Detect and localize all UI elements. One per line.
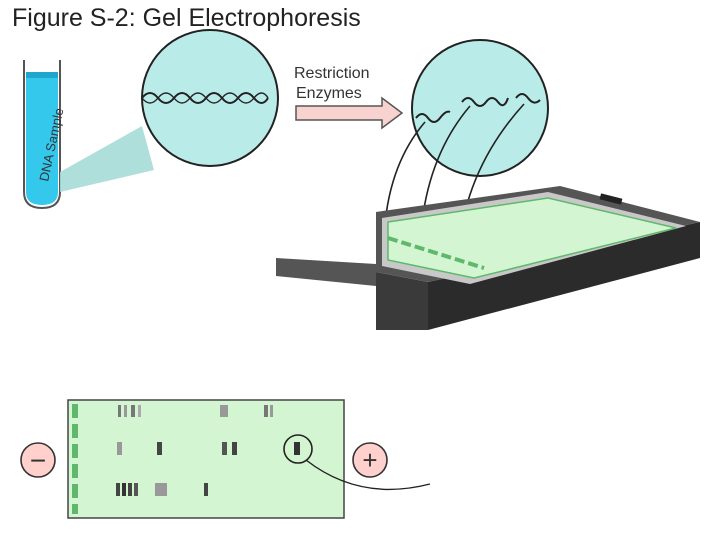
apparatus-handle <box>276 258 376 286</box>
gel-wells <box>387 236 485 270</box>
apparatus-side <box>428 222 700 330</box>
apparatus-front <box>376 272 428 330</box>
band <box>270 405 273 417</box>
band <box>122 483 126 496</box>
dna-fragment-1 <box>415 110 451 123</box>
gel-apparatus <box>276 186 700 330</box>
highlight-callout-line <box>305 459 431 491</box>
gel-result-slab <box>67 399 345 519</box>
band <box>155 483 167 496</box>
fragments-magnifier <box>411 39 549 177</box>
well-4 <box>72 464 78 478</box>
band <box>264 405 268 417</box>
band <box>118 405 121 417</box>
band <box>138 405 141 417</box>
restriction-enzymes-step: Restriction Enzymes <box>294 65 404 130</box>
band <box>128 483 132 496</box>
zoom-cone <box>60 126 154 192</box>
dna-fragment-2 <box>461 97 509 107</box>
gel-result-panel <box>67 399 431 519</box>
band <box>116 483 120 496</box>
band <box>232 442 237 455</box>
band <box>220 405 228 417</box>
band-highlight-circle <box>283 434 313 464</box>
negative-electrode: − <box>20 442 56 478</box>
band <box>131 405 135 417</box>
band <box>222 442 227 455</box>
band <box>117 442 122 455</box>
figure-title: Figure S-2: Gel Electrophoresis <box>12 4 361 32</box>
band <box>124 405 127 417</box>
negative-symbol: − <box>30 445 46 476</box>
band <box>294 442 300 455</box>
arrow-label-line1: Restriction <box>294 65 370 82</box>
dna-fragment-3 <box>515 93 541 104</box>
well-3 <box>72 444 78 458</box>
well-1 <box>72 404 78 418</box>
well-6 <box>72 504 78 514</box>
positive-electrode: + <box>352 442 388 478</box>
band <box>204 483 208 496</box>
dna-strand-magnifier <box>141 29 279 167</box>
arrow-label-line2: Enzymes <box>296 85 362 102</box>
process-arrow <box>295 96 404 130</box>
tube-liquid <box>26 74 58 205</box>
well-5 <box>72 484 78 498</box>
well-2 <box>72 424 78 438</box>
band <box>157 442 162 455</box>
positive-symbol: + <box>362 445 377 475</box>
gel-slab <box>387 197 677 279</box>
band <box>134 483 138 496</box>
